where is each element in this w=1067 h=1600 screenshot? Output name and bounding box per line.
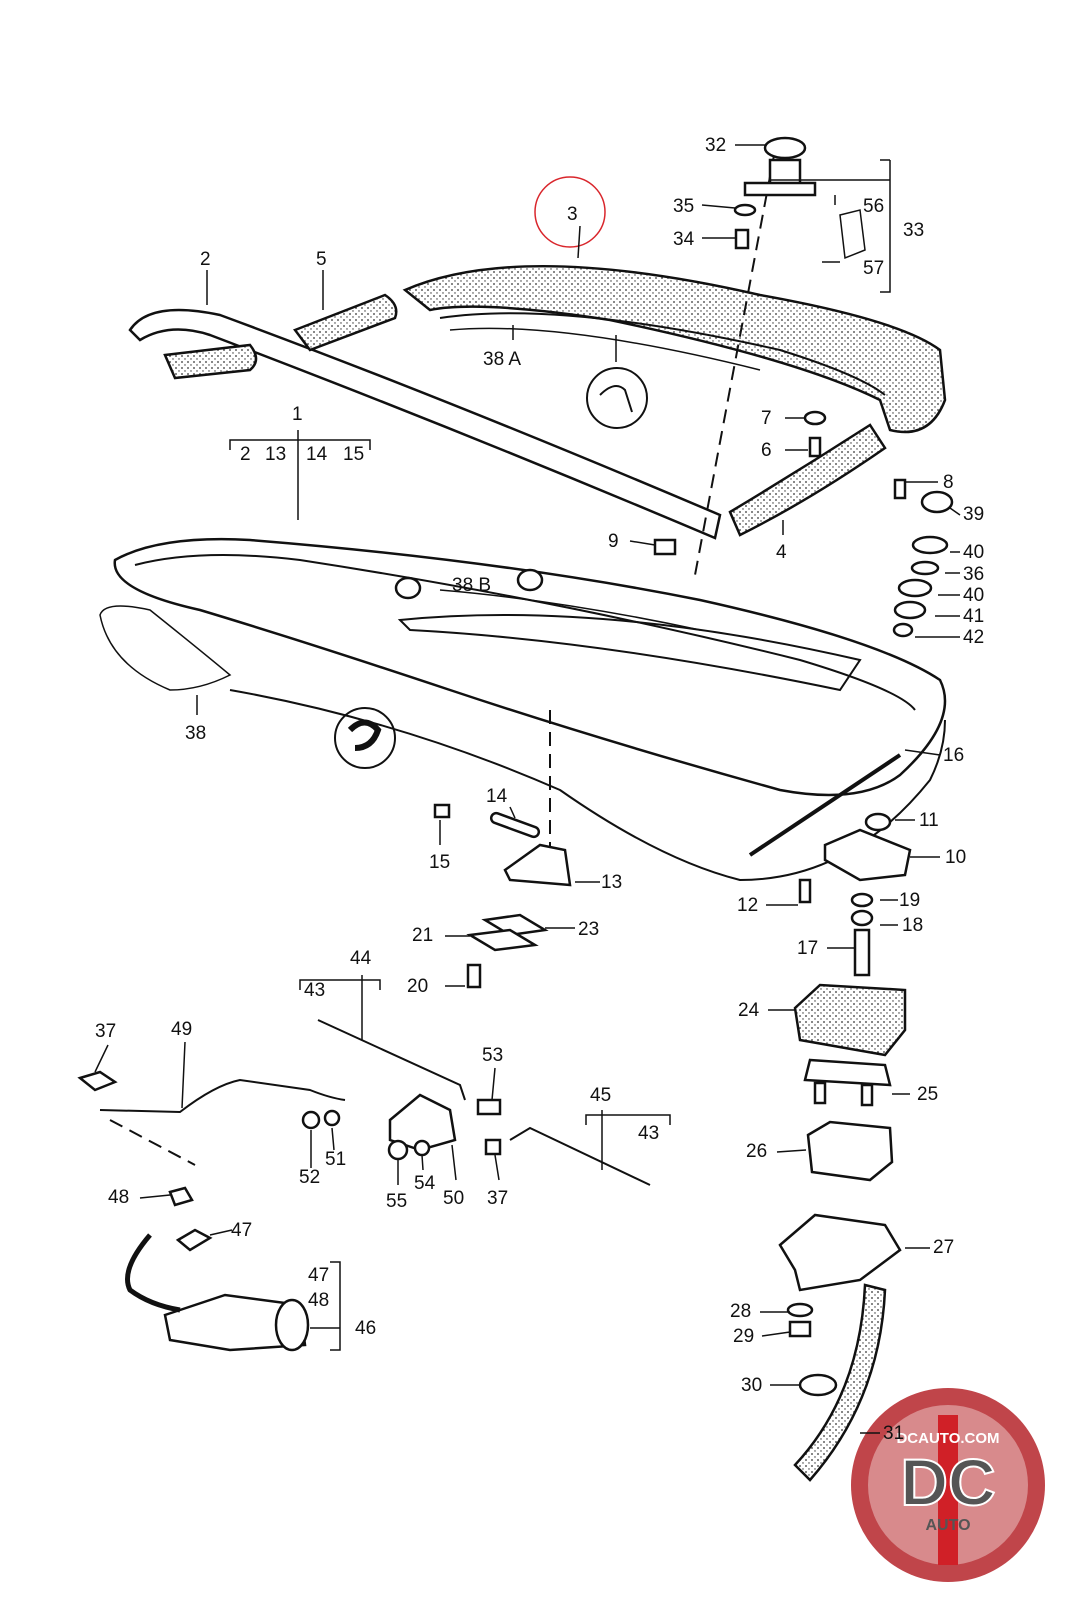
callout-5[interactable]: 5	[316, 249, 327, 270]
callout-2[interactable]: 2	[200, 249, 211, 270]
deck-lid-outer	[113, 537, 947, 797]
callout-15[interactable]: 15	[429, 852, 450, 873]
callout-29[interactable]: 29	[733, 1326, 754, 1347]
callout-1-sub-2[interactable]: 2	[240, 444, 251, 465]
callout-3[interactable]: 3	[567, 204, 578, 225]
cable-49	[99, 1078, 346, 1114]
callout-45[interactable]: 45	[590, 1085, 611, 1106]
dcauto-logo: DCAUTO.COM DC AUTO	[851, 1388, 1045, 1582]
logo-bottom-text: AUTO	[925, 1517, 970, 1534]
callout-17[interactable]: 17	[797, 938, 818, 959]
callout-54[interactable]: 54	[414, 1173, 436, 1194]
part-labels: 32 35 34 56 33 57 3 2 5 38 A 7 6 8 39 40…	[95, 135, 984, 1444]
callout-20[interactable]: 20	[407, 976, 428, 997]
callout-7[interactable]: 7	[761, 408, 772, 429]
bracket-27	[778, 1213, 902, 1292]
callout-57[interactable]: 57	[863, 258, 884, 279]
callout-56[interactable]: 56	[863, 196, 884, 217]
drain-hose-31	[793, 1283, 887, 1482]
logo-top-text: DCAUTO.COM	[896, 1430, 999, 1447]
callout-40[interactable]: 40	[963, 542, 984, 563]
callout-43b[interactable]: 43	[638, 1123, 659, 1144]
seal-strip-2	[128, 308, 722, 540]
callout-43[interactable]: 43	[304, 980, 325, 1001]
callout-16[interactable]: 16	[943, 745, 964, 766]
callout-31[interactable]: 31	[883, 1423, 904, 1444]
callout-1-sub-14[interactable]: 14	[306, 444, 328, 465]
foam-strip-5	[293, 293, 398, 352]
callout-1-sub-13[interactable]: 13	[265, 444, 286, 465]
callout-37[interactable]: 37	[95, 1021, 116, 1042]
callout-13[interactable]: 13	[601, 872, 622, 893]
callout-19[interactable]: 19	[899, 890, 920, 911]
callout-38a[interactable]: 38 A	[483, 349, 521, 370]
callout-47[interactable]: 47	[231, 1220, 252, 1241]
wiper-motor-46	[163, 1293, 307, 1352]
callout-51[interactable]: 51	[325, 1149, 346, 1170]
callout-49[interactable]: 49	[171, 1019, 192, 1040]
callout-26[interactable]: 26	[746, 1141, 767, 1162]
callout-24[interactable]: 24	[738, 1000, 760, 1021]
callout-12[interactable]: 12	[737, 895, 758, 916]
callout-10[interactable]: 10	[945, 847, 966, 868]
callout-11[interactable]: 11	[919, 810, 939, 831]
callout-4[interactable]: 4	[776, 542, 787, 563]
callout-6[interactable]: 6	[761, 440, 772, 461]
seal-profile-icon	[586, 367, 648, 429]
callout-35[interactable]: 35	[673, 196, 694, 217]
callout-34[interactable]: 34	[673, 229, 695, 250]
cable-45	[509, 1126, 651, 1186]
callout-55[interactable]: 55	[386, 1191, 407, 1212]
callout-52[interactable]: 52	[299, 1167, 320, 1188]
callout-42[interactable]: 42	[963, 627, 984, 648]
highlight-circle	[534, 176, 606, 248]
callout-47b[interactable]: 47	[308, 1265, 329, 1286]
window-opening	[397, 614, 862, 692]
callout-21[interactable]: 21	[412, 925, 433, 946]
seal-38	[99, 605, 232, 691]
callout-38b[interactable]: 38 B	[452, 575, 491, 596]
callout-50[interactable]: 50	[443, 1188, 464, 1209]
callout-25[interactable]: 25	[917, 1084, 938, 1105]
callout-9[interactable]: 9	[608, 531, 619, 552]
callout-41[interactable]: 41	[963, 606, 984, 627]
callout-39[interactable]: 39	[963, 504, 984, 525]
cable-44	[317, 1019, 466, 1101]
foam-strip-4	[728, 423, 887, 537]
callout-33[interactable]: 33	[903, 220, 924, 241]
callout-18[interactable]: 18	[902, 915, 923, 936]
striker-block-24	[793, 983, 907, 1057]
hinge-13	[503, 843, 572, 887]
callout-1[interactable]: 1	[292, 404, 303, 425]
callout-48[interactable]: 48	[108, 1187, 129, 1208]
deck-lid-inner	[229, 689, 946, 882]
callout-36[interactable]: 36	[963, 564, 984, 585]
callout-8[interactable]: 8	[943, 472, 954, 493]
bracket-26	[806, 1120, 894, 1182]
callout-1-sub-15[interactable]: 15	[343, 444, 364, 465]
callout-28[interactable]: 28	[730, 1301, 751, 1322]
callout-46[interactable]: 46	[355, 1318, 376, 1339]
callout-32[interactable]: 32	[705, 135, 726, 156]
callout-23[interactable]: 23	[578, 919, 599, 940]
callout-40b[interactable]: 40	[963, 585, 984, 606]
latch-10	[823, 828, 912, 882]
callout-30[interactable]: 30	[741, 1375, 762, 1396]
callout-38[interactable]: 38	[185, 723, 206, 744]
callout-14[interactable]: 14	[486, 786, 508, 807]
logo-main-text: DC	[900, 1445, 995, 1519]
lid-profile-icon	[334, 707, 396, 769]
window-frame-38a	[439, 312, 886, 396]
callout-27[interactable]: 27	[933, 1237, 954, 1258]
callout-53[interactable]: 53	[482, 1045, 503, 1066]
callout-44[interactable]: 44	[350, 948, 372, 969]
callout-48b[interactable]: 48	[308, 1290, 329, 1311]
callout-37b[interactable]: 37	[487, 1188, 508, 1209]
